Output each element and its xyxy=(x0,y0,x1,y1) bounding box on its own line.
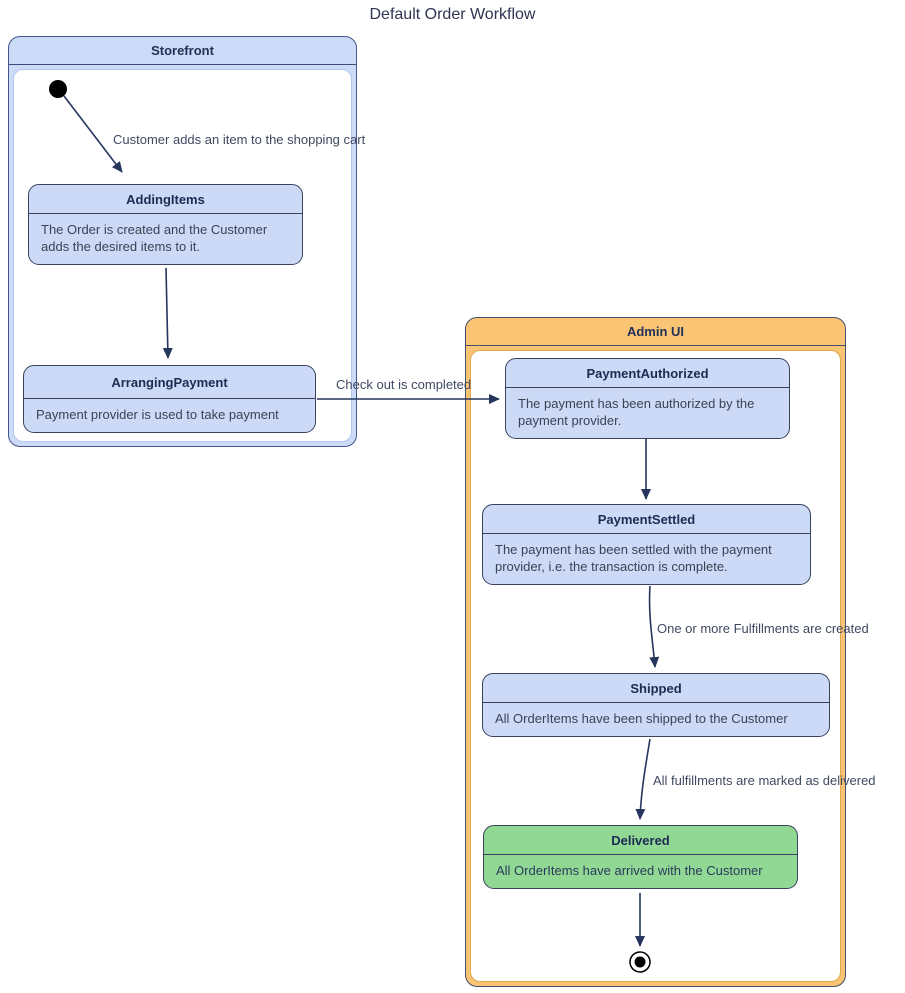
container-storefront-title: Storefront xyxy=(9,37,356,65)
state-arranging-payment-title: ArrangingPayment xyxy=(24,366,315,399)
diagram-title: Default Order Workflow xyxy=(369,6,536,23)
transition-label-marked-delivered: All fulfillments are marked as delivered xyxy=(653,773,876,788)
state-delivered-title: Delivered xyxy=(484,826,797,855)
transition-label-start-to-adding: Customer adds an item to the shopping ca… xyxy=(113,132,366,147)
state-payment-settled-description: The payment has been settled with the pa… xyxy=(495,542,772,574)
state-shipped-description: All OrderItems have been shipped to the … xyxy=(495,711,788,726)
state-payment-authorized-description: The payment has been authorized by the p… xyxy=(518,396,755,428)
state-payment-authorized: PaymentAuthorized The payment has been a… xyxy=(505,358,790,439)
state-payment-authorized-title: PaymentAuthorized xyxy=(506,359,789,388)
state-arranging-payment: ArrangingPayment Payment provider is use… xyxy=(23,365,316,433)
state-adding-items-description: The Order is created and the Customer ad… xyxy=(41,222,268,254)
transition-label-fulfillments-created: One or more Fulfillments are created xyxy=(657,621,869,636)
state-shipped-title: Shipped xyxy=(483,674,829,703)
state-delivered-description: All OrderItems have arrived with the Cus… xyxy=(496,863,763,878)
transition-label-checkout-completed: Check out is completed xyxy=(336,377,472,392)
state-payment-settled: PaymentSettled The payment has been sett… xyxy=(482,504,811,585)
state-shipped: Shipped All OrderItems have been shipped… xyxy=(482,673,830,737)
state-payment-settled-title: PaymentSettled xyxy=(483,505,810,534)
state-delivered: Delivered All OrderItems have arrived wi… xyxy=(483,825,798,889)
state-adding-items: AddingItems The Order is created and the… xyxy=(28,184,303,265)
state-arranging-payment-description: Payment provider is used to take payment xyxy=(36,407,279,422)
container-admin-ui-title: Admin UI xyxy=(466,318,845,346)
state-adding-items-title: AddingItems xyxy=(29,185,302,214)
